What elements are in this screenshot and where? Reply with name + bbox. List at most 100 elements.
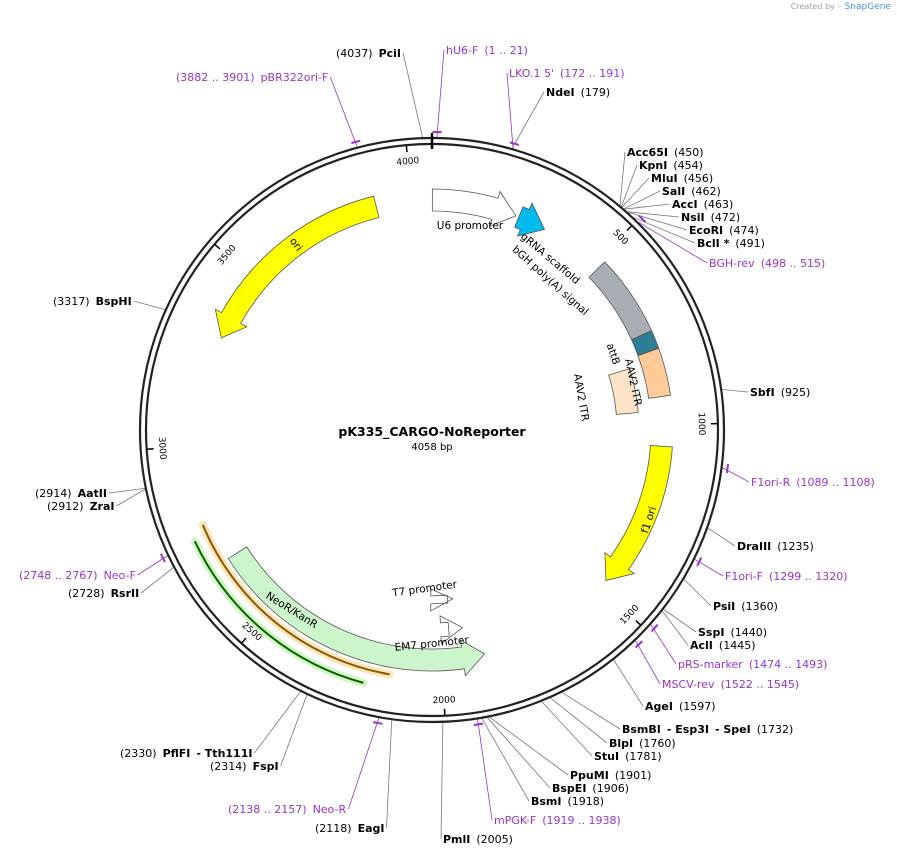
plasmid-length: 4058 bp [411, 442, 452, 453]
site-sbfi: SbfI(925) [750, 386, 810, 399]
site-blpi-part-0: BlpI [609, 737, 633, 750]
primer-prs-marker-leader [650, 624, 677, 665]
feature-bgh-polya [588, 261, 653, 341]
site-bsmi-part-0: BsmI [531, 795, 562, 808]
leader-lines [108, 49, 750, 840]
primer-neo-r-part-0: (2138 .. 2157) [228, 803, 307, 816]
site-mlui-part-1: (456) [684, 172, 714, 185]
primer-f1ori-f-part-0: F1ori-F [725, 570, 763, 583]
primer-hu6-f-part-0: hU6-F [446, 44, 478, 57]
site-agei-part-1: (1597) [679, 700, 716, 713]
site-aatii-leader [108, 487, 145, 494]
site-nsii-leader [627, 211, 680, 218]
site-draiii-part-0: DraIII [737, 540, 771, 553]
primer-neo-f-mark [159, 553, 166, 563]
site-rsrii-part-0: (2728) [68, 587, 105, 600]
primer-prs-marker-mark [650, 623, 659, 633]
site-zrai-leader [116, 488, 146, 507]
primer-neo-f-part-0: (2748 .. 2767) [19, 569, 98, 582]
site-bsmbi-part-2: - SpeI [715, 723, 751, 736]
site-sali-part-1: (462) [691, 185, 721, 198]
tick-label-1000: 1000 [696, 412, 707, 435]
site-draiii-part-1: (1235) [777, 540, 814, 553]
feature-t7-promoter [430, 588, 454, 612]
site-sspi: SspI(1440) [698, 626, 767, 639]
site-pcii-part-1: PciI [379, 47, 401, 60]
site-nsii: NsiI(472) [681, 211, 740, 224]
site-ppumi-part-0: PpuMI [570, 769, 609, 782]
site-acli-part-0: AclI [690, 639, 713, 652]
site-acci-leader [624, 203, 671, 210]
site-blpi: BlpI (1760) [609, 737, 676, 750]
site-agei-leader [613, 659, 644, 707]
primer-f1ori-f-part-1: (1299 .. 1320) [769, 570, 848, 583]
site-pmli: PmlI(2005) [443, 833, 513, 846]
primer-f1ori-f-leader [694, 559, 724, 577]
site-fspi-part-0: (2314) [210, 760, 247, 773]
site-bcli: BclI * (491) [697, 237, 765, 250]
site-pflfi-part-0: (2330) [120, 747, 157, 760]
site-pflfi-part-2: - Tth111I [196, 747, 252, 760]
site-draiii: DraIII (1235) [737, 540, 814, 553]
site-mlui-part-0: MluI [651, 172, 678, 185]
site-ppumi-part-1: (1901) [615, 769, 652, 782]
primer-lko1-5-leader [506, 72, 514, 149]
site-eagi-leader [386, 720, 393, 829]
tick-label-2000: 2000 [432, 695, 456, 706]
site-blpi-part-1: (1760) [639, 737, 676, 750]
primer-mpgk-f-part-0: mPGK-F [494, 814, 536, 827]
tick-label-3000: 3000 [156, 436, 168, 460]
site-ecori-part-1: (474) [729, 224, 759, 237]
primer-bgh-rev-part-0: BGH-rev [709, 257, 755, 270]
primer-hu6-f-part-1: (1 .. 21) [484, 44, 528, 57]
neo-f-primer-arc [193, 540, 364, 684]
site-sspi-part-1: (1440) [730, 626, 767, 639]
site-bspei-part-1: (1906) [592, 782, 629, 795]
site-stui: StuI(1781) [594, 750, 662, 763]
feature-u6-promoter [431, 188, 517, 227]
feature-f1-ori [604, 444, 673, 581]
site-bsphi-part-0: (3317) [53, 295, 90, 308]
credit-prefix: Created by [790, 2, 835, 11]
tick-label-3500: 3500 [216, 243, 239, 267]
site-bcli-part-1: (491) [735, 237, 765, 250]
site-sali: SalI(462) [662, 185, 721, 198]
site-bsmbi-part-1: - Esp3I [667, 723, 709, 736]
site-aatii: (2914)AatII [35, 487, 107, 500]
site-ecori-part-0: EcoRI [689, 224, 723, 237]
site-nsii-part-1: (472) [711, 211, 741, 224]
tick-mark-3500 [214, 243, 221, 250]
site-kpni-leader [621, 164, 638, 207]
site-psii-part-1: (1360) [741, 600, 778, 613]
site-stui-leader [541, 701, 593, 757]
site-agei: AgeI(1597) [645, 700, 716, 713]
site-pflfi-leader [254, 691, 301, 754]
site-pflfi: (2330)PflFI- Tth111I [120, 747, 252, 760]
site-ppumi: PpuMI (1901) [570, 769, 651, 782]
site-kpni-part-0: KpnI [639, 159, 667, 172]
site-pcii-leader [402, 52, 423, 138]
site-acli: AclI(1445) [690, 639, 755, 652]
site-bsmi-part-1: (1918) [568, 795, 605, 808]
primer-mscv-rev-part-1: (1522 .. 1545) [721, 678, 800, 691]
primer-prs-marker-part-1: (1474 .. 1493) [749, 658, 828, 671]
primer-prs-marker-part-0: pRS-marker [678, 658, 743, 671]
tick-label-500: 500 [610, 228, 629, 247]
backbone-ring [138, 133, 726, 724]
site-draiii-leader [707, 527, 736, 547]
primer-neo-r-mark [373, 721, 383, 725]
primer-lko1-5-part-1: (172 .. 191) [560, 67, 625, 80]
plasmid-name: pK335_CARGO-NoReporter [338, 424, 526, 440]
site-ndei-part-0: NdeI [546, 86, 575, 99]
site-bsphi-leader [133, 300, 165, 310]
primer-f1ori-r-part-1: (1089 .. 1108) [796, 476, 875, 489]
site-eagi: (2118)EagI [315, 822, 384, 835]
site-bsphi: (3317)BspHI [53, 295, 132, 308]
site-mlui: MluI (456) [651, 172, 713, 185]
site-aatii-part-1: AatII [78, 487, 107, 500]
site-bcli-part-0: BclI * [697, 237, 730, 250]
primer-hu6-f: hU6-F (1 .. 21) [446, 44, 528, 57]
feature-label-u6-promoter: U6 promoter [437, 220, 504, 232]
